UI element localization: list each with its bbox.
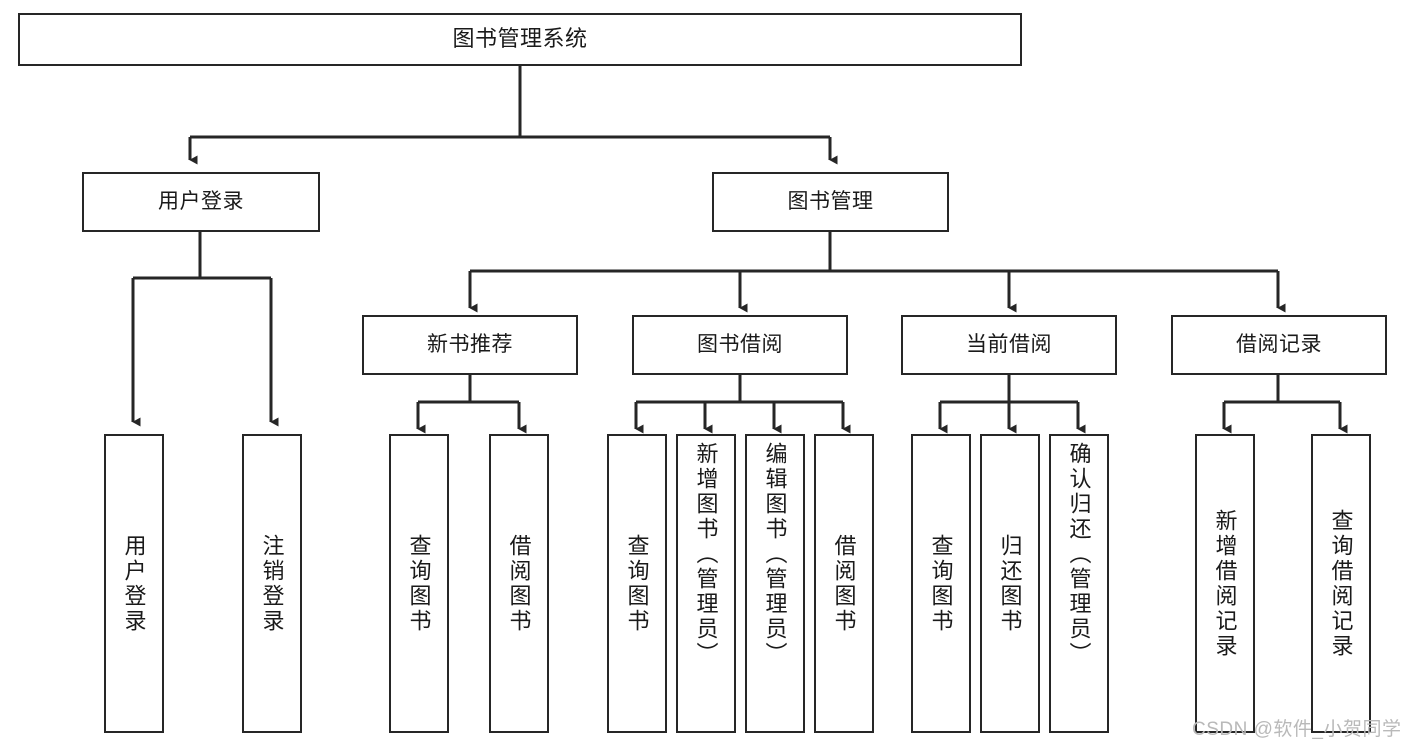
node-new-book-recommend[interactable]: 新书推荐 xyxy=(362,315,578,375)
leaf-book-borrow-edit[interactable]: 编辑图书（管理员） xyxy=(745,434,805,733)
node-root-system[interactable]: 图书管理系统 xyxy=(18,13,1022,66)
leaf-user-login-logout[interactable]: 注销登录 xyxy=(242,434,302,733)
leaf-book-borrow-add-label: 新增图书（管理员） xyxy=(693,442,719,667)
leaf-borrow-record-add-label: 新增借阅记录 xyxy=(1212,508,1238,659)
node-user-login[interactable]: 用户登录 xyxy=(82,172,320,232)
leaf-borrow-record-add[interactable]: 新增借阅记录 xyxy=(1195,434,1255,733)
leaf-book-borrow-borrow-label: 借阅图书 xyxy=(831,533,857,634)
leaf-book-borrow-add[interactable]: 新增图书（管理员） xyxy=(676,434,736,733)
node-new-book-recommend-label: 新书推荐 xyxy=(427,333,513,357)
node-user-login-label: 用户登录 xyxy=(158,190,244,214)
leaf-book-borrow-query[interactable]: 查询图书 xyxy=(607,434,667,733)
leaf-current-borrow-return[interactable]: 归还图书 xyxy=(980,434,1040,733)
node-book-management[interactable]: 图书管理 xyxy=(712,172,949,232)
leaf-new-book-borrow-label: 借阅图书 xyxy=(506,533,532,634)
node-book-borrow-label: 图书借阅 xyxy=(697,333,783,357)
node-borrow-record[interactable]: 借阅记录 xyxy=(1171,315,1387,375)
node-current-borrow[interactable]: 当前借阅 xyxy=(901,315,1117,375)
leaf-book-borrow-edit-label: 编辑图书（管理员） xyxy=(762,442,788,667)
leaf-current-borrow-confirm-label: 确认归还（管理员） xyxy=(1066,442,1092,667)
leaf-current-borrow-query-label: 查询图书 xyxy=(928,533,954,634)
leaf-new-book-borrow[interactable]: 借阅图书 xyxy=(489,434,549,733)
leaf-current-borrow-confirm[interactable]: 确认归还（管理员） xyxy=(1049,434,1109,733)
leaf-book-borrow-query-label: 查询图书 xyxy=(624,533,650,634)
leaf-book-borrow-borrow[interactable]: 借阅图书 xyxy=(814,434,874,733)
node-root-system-label: 图书管理系统 xyxy=(452,26,588,52)
leaf-user-login-login[interactable]: 用户登录 xyxy=(104,434,164,733)
node-borrow-record-label: 借阅记录 xyxy=(1236,333,1322,357)
node-book-borrow[interactable]: 图书借阅 xyxy=(632,315,848,375)
leaf-user-login-login-label: 用户登录 xyxy=(121,533,147,634)
leaf-new-book-query[interactable]: 查询图书 xyxy=(389,434,449,733)
leaf-current-borrow-return-label: 归还图书 xyxy=(997,533,1023,634)
csdn-watermark: CSDN @软件_小贺同学 xyxy=(1192,719,1402,740)
leaf-new-book-query-label: 查询图书 xyxy=(406,533,432,634)
leaf-borrow-record-query[interactable]: 查询借阅记录 xyxy=(1311,434,1371,733)
node-book-management-label: 图书管理 xyxy=(787,190,874,214)
leaf-borrow-record-query-label: 查询借阅记录 xyxy=(1328,508,1354,659)
leaf-user-login-logout-label: 注销登录 xyxy=(259,533,285,634)
node-current-borrow-label: 当前借阅 xyxy=(966,333,1052,357)
leaf-current-borrow-query[interactable]: 查询图书 xyxy=(911,434,971,733)
